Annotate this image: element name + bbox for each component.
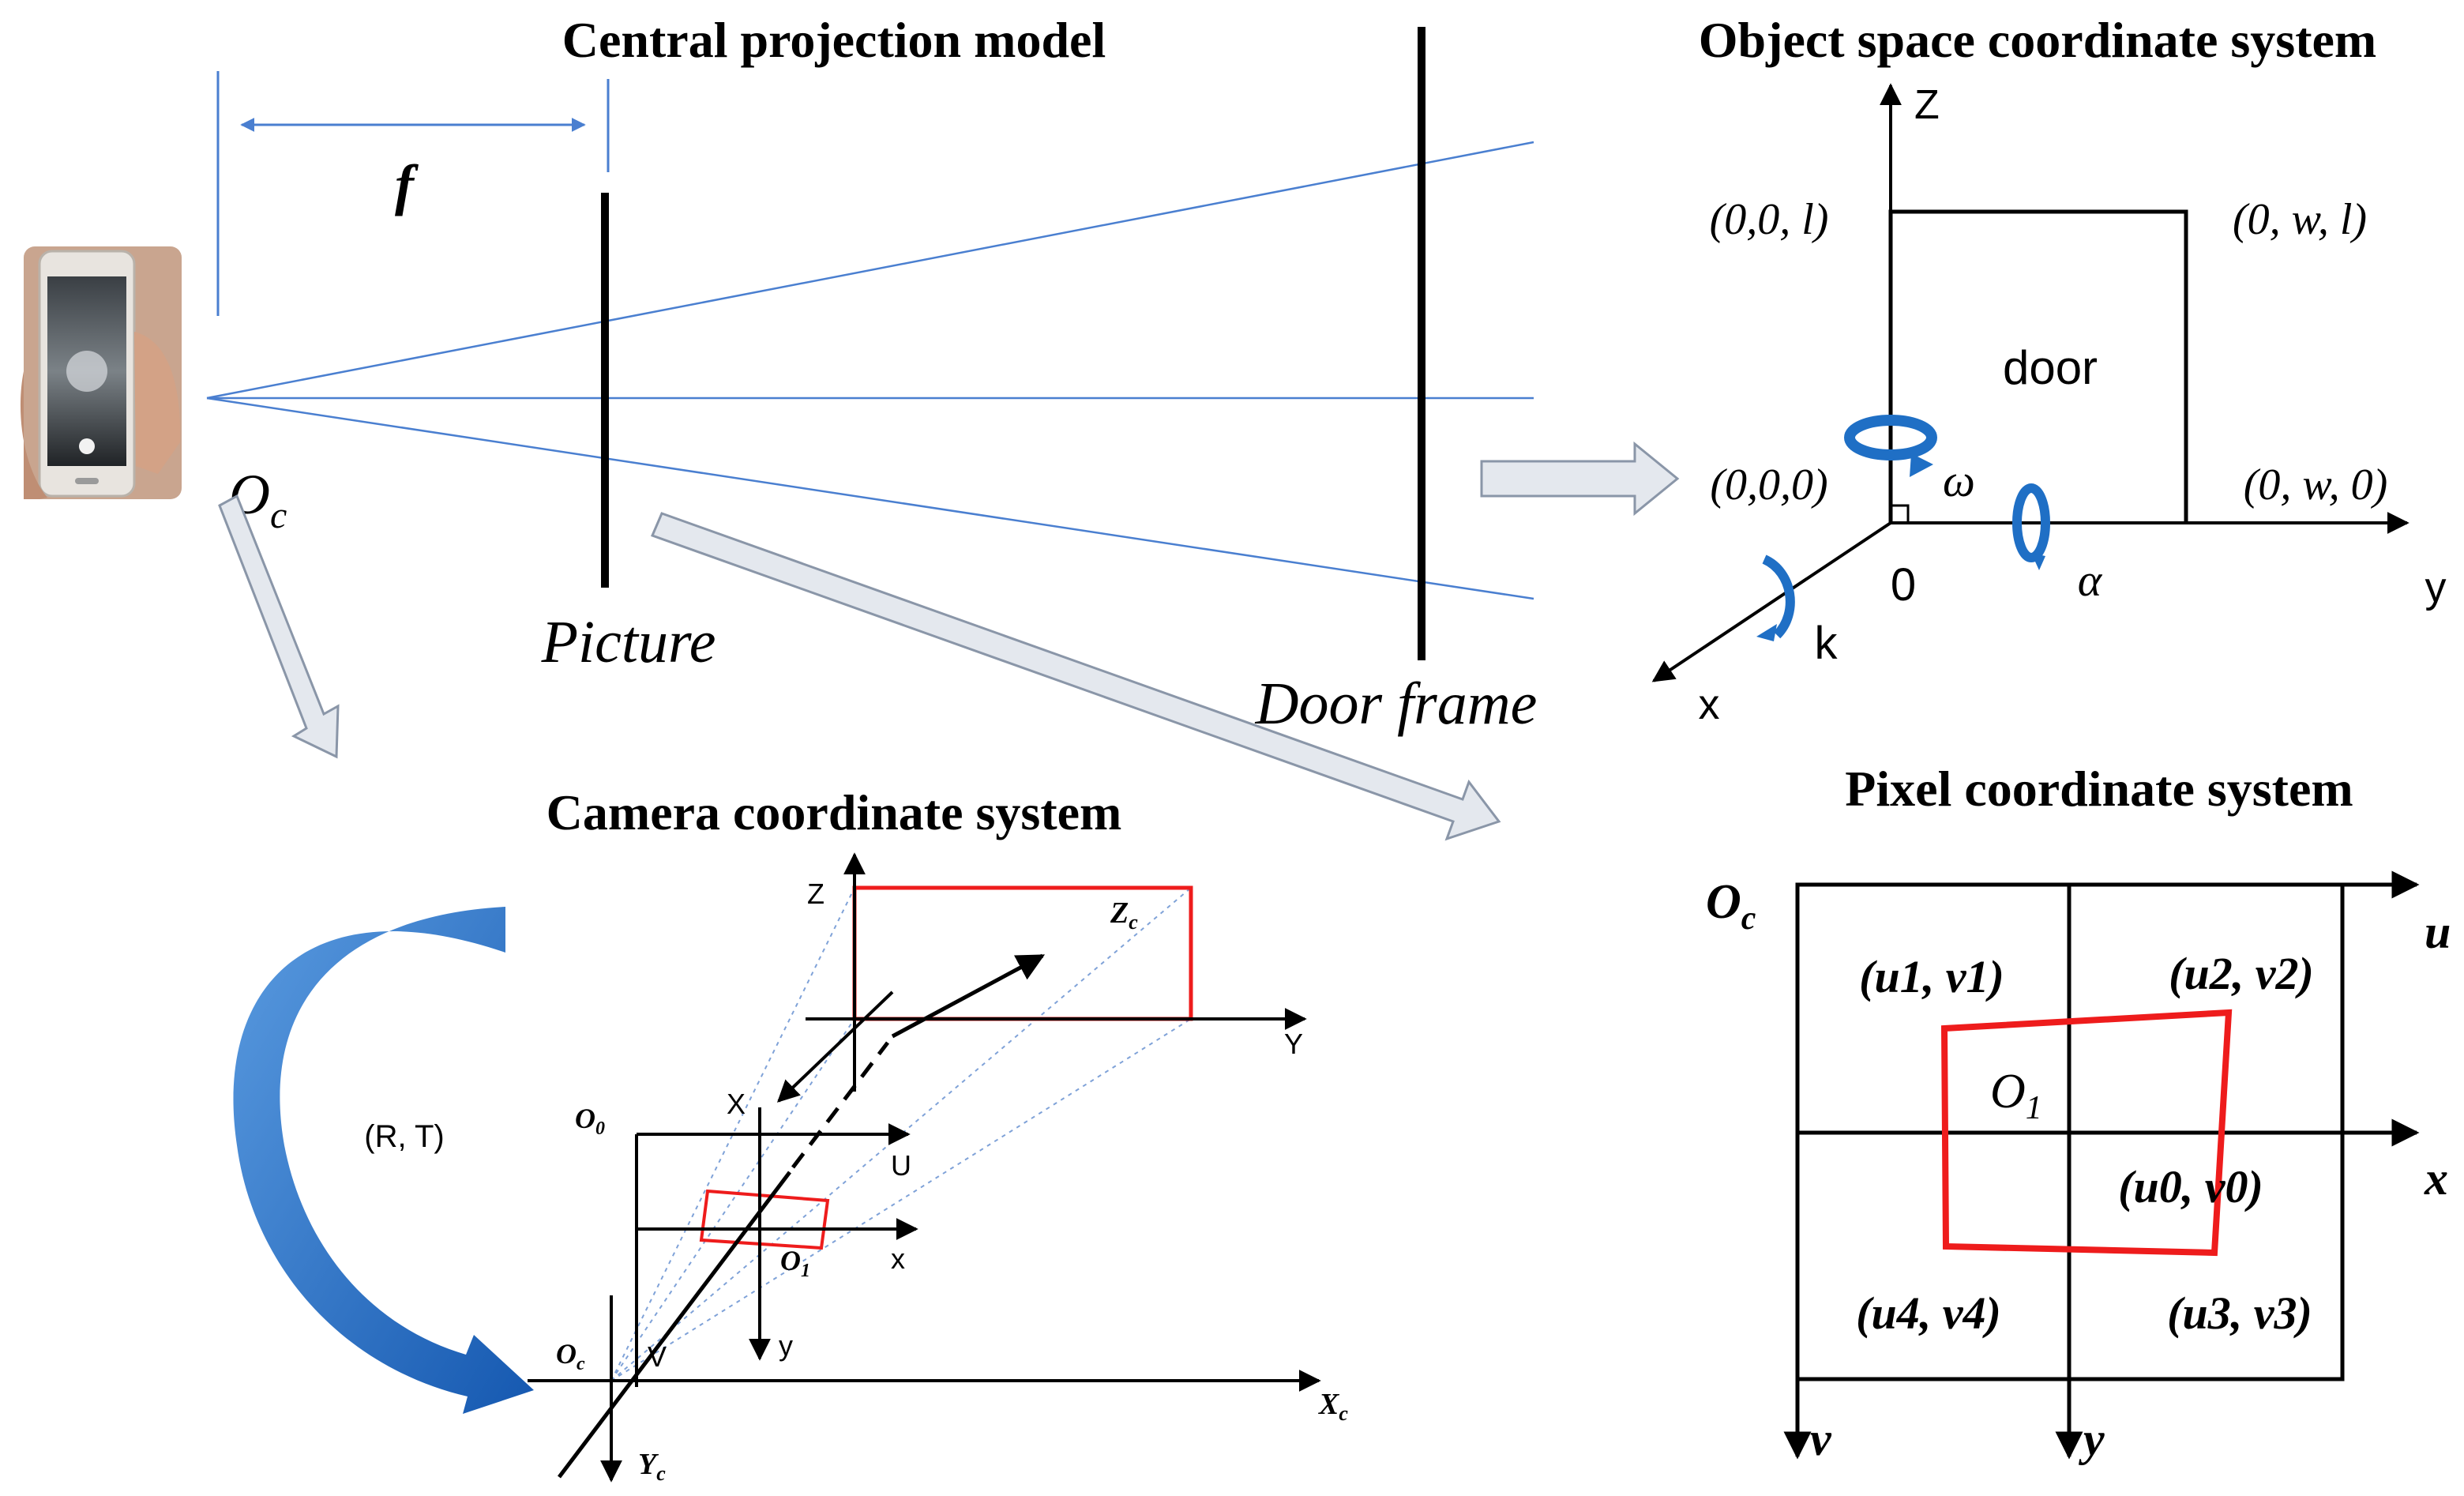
pixel-x-label: x [2424, 1152, 2448, 1205]
pixel-o1-label: O1 [1990, 1065, 2042, 1126]
object-space-title: Object space coordinate system [1699, 12, 2376, 68]
object-x-axis [1651, 521, 1892, 682]
rotation-kappa-icon [1756, 554, 1795, 641]
arrow-to-camera-system [218, 494, 340, 759]
door-frame-label: Door frame [1255, 671, 1538, 737]
object-x-label: x [1699, 681, 1720, 728]
arrow-to-object-space [1480, 441, 1680, 517]
cam-zc-label: Zc [1110, 896, 1138, 934]
rotation-omega-icon [1844, 415, 1937, 477]
camera-far-frame [852, 885, 1193, 1021]
kappa-label: k [1815, 618, 1839, 669]
pixel-oc-label: Oc [1706, 875, 1756, 937]
right-angle-mark [1891, 504, 1910, 523]
object-origin-zero: 0 [1891, 559, 1916, 611]
camera-image-frame [699, 1189, 830, 1250]
zc-axis-upper [891, 953, 1046, 1039]
pixel-system-panel: Pixel coordinate system Oc u x v y O1 (u… [1706, 761, 2451, 1465]
cam-oc-label: Oc [556, 1338, 585, 1374]
pixel-v-label: v [1810, 1413, 1832, 1465]
central-projection-title: Central projection model [562, 12, 1106, 68]
cam-o0-label: O0 [575, 1103, 605, 1139]
camera-system-panel: Camera coordinate system (R, T) [233, 784, 1348, 1485]
projection-rays [206, 141, 1534, 600]
cam-xc-label: Xc [1318, 1388, 1348, 1425]
cam-U-label: U [891, 1149, 911, 1182]
smartphone-icon [20, 246, 182, 499]
object-z-label: Z [1914, 82, 1940, 128]
cam-yc-label: Yc [638, 1448, 666, 1485]
corner-0wl: (0, w, l) [2233, 195, 2367, 244]
cam-z-label: Z [807, 878, 824, 910]
pixel-projected-quad [1940, 1009, 2233, 1257]
corner-00l: (0,0, l) [1710, 195, 1829, 244]
far-x-axis [776, 990, 894, 1103]
cam-y-label: y [779, 1329, 793, 1362]
cam-x-label: x [891, 1242, 905, 1275]
corner-0w0: (0, w, 0) [2244, 460, 2388, 509]
cam-o1-label: O1 [780, 1245, 810, 1281]
zc-axis-solid-lower [558, 1171, 791, 1479]
pixel-point-0: (u0, v0) [2118, 1161, 2263, 1212]
door-label: door [2003, 341, 2098, 394]
pixel-point-3: (u3, v3) [2167, 1287, 2312, 1339]
rt-label: (R, T) [364, 1119, 444, 1154]
door-outline [1888, 209, 2188, 523]
camera-dotted-rays [610, 887, 1192, 1381]
omega-label: ω [1943, 455, 1975, 506]
rt-rotation-arrow [233, 907, 534, 1414]
corner-000: (0,0,0) [1710, 460, 1827, 509]
pixel-point-2: (u2, v2) [2169, 948, 2314, 999]
cam-V-label: V [648, 1340, 667, 1373]
pixel-y-label: y [2079, 1413, 2105, 1465]
pixel-system-title: Pixel coordinate system [1845, 761, 2353, 817]
pixel-point-1: (u1, v1) [1859, 951, 2004, 1002]
zc-axis-dashed [791, 1041, 889, 1169]
rotation-alpha-icon [2012, 483, 2050, 570]
central-projection-panel: Central projection model f Picture D [20, 12, 1680, 841]
focal-length-label: f [395, 153, 419, 216]
cam-X-label: X [727, 1088, 746, 1120]
pixel-point-4: (u4, v4) [1856, 1287, 2001, 1339]
hollow-arrows [218, 441, 1680, 841]
object-space-panel: Object space coordinate system Z y x 0 d… [1651, 12, 2447, 728]
cam-Y-label: Y [1284, 1028, 1303, 1060]
picture-label: Picture [541, 609, 716, 675]
object-y-label: y [2425, 564, 2447, 611]
pixel-u-label: u [2425, 906, 2451, 958]
camera-system-title: Camera coordinate system [547, 784, 1122, 840]
alpha-label: α [2078, 554, 2103, 606]
arrow-to-pixel-system [650, 512, 1501, 841]
